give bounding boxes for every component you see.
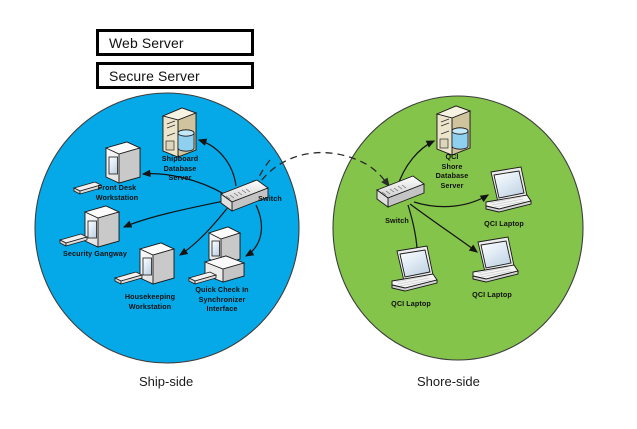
legend-label-web-server: Web Server <box>109 34 184 51</box>
node-label-ship-switch: Switch <box>258 194 282 203</box>
node-qci-laptop-right[interactable] <box>485 166 532 213</box>
database-cylinder-icon <box>177 129 195 152</box>
node-label-qci-laptop-bottom-left: QCI Laptop <box>391 299 431 308</box>
node-label-quick-check-in-synchronizer-interface: Quick Check In Synchronizer Interface <box>195 285 249 313</box>
legend-box-web-server[interactable]: Web Server <box>96 29 254 56</box>
node-label-shore-switch: Switch <box>385 216 409 225</box>
node-front-desk-workstation[interactable] <box>72 141 142 195</box>
caption-ship-side: Ship-side <box>139 374 194 389</box>
legend-box-secure-server[interactable]: Secure Server <box>96 62 254 89</box>
node-label-housekeeping-workstation: Housekeeping Workstation <box>124 292 176 311</box>
node-security-gangway[interactable] <box>58 205 121 248</box>
legend-label-secure-server: Secure Server <box>109 67 200 84</box>
ship-side-links <box>122 138 263 257</box>
node-shore-switch[interactable] <box>376 175 425 208</box>
zone-shore-side <box>332 95 584 361</box>
database-cylinder-icon <box>451 127 469 150</box>
node-housekeeping-workstation[interactable] <box>113 242 176 285</box>
node-label-shipboard-database-server: Shipboard Database Server <box>161 154 199 182</box>
zone-ship-side <box>34 92 300 364</box>
node-shipboard-database-server[interactable] <box>161 107 198 158</box>
node-label-security-gangway: Security Gangway <box>63 249 127 258</box>
node-label-qci-laptop-bottom-right: QCI Laptop <box>472 290 512 299</box>
caption-shore-side: Shore-side <box>417 374 480 389</box>
node-ship-switch[interactable] <box>220 179 269 212</box>
node-label-qci-shore-database-server: QCI Shore Database Server <box>435 152 469 190</box>
node-label-front-desk-workstation: Front Desk Workstation <box>95 183 139 202</box>
node-qci-shore-database-server[interactable] <box>435 105 472 156</box>
node-qci-laptop-bottom-right[interactable] <box>472 236 519 283</box>
node-label-qci-laptop-right: QCI Laptop <box>484 219 524 228</box>
node-qci-laptop-bottom-left[interactable] <box>391 245 438 292</box>
